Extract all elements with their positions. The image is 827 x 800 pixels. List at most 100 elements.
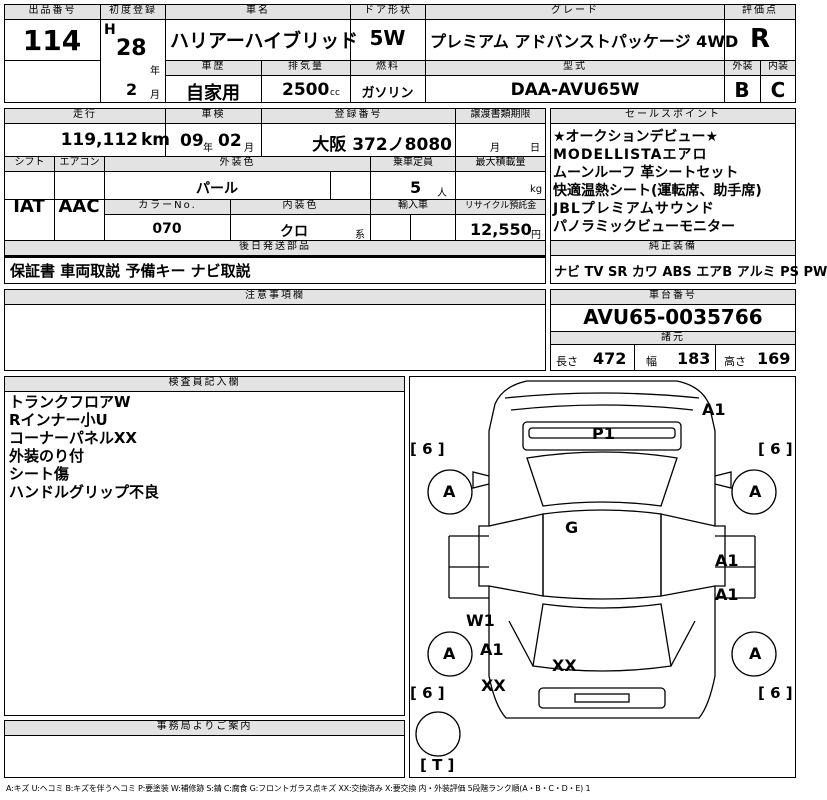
- mark-a1-right-low: A1: [715, 585, 739, 604]
- inspection-month-unit: 月: [244, 143, 254, 154]
- mark-p1: P1: [592, 424, 615, 443]
- model-value: DAA-AVU65W: [510, 80, 640, 100]
- note-line: Rインナー小U: [9, 411, 108, 429]
- recycle-header: リサイクル預託金: [455, 199, 546, 215]
- max-load-unit: kg: [530, 184, 543, 195]
- model-header: 型式: [425, 60, 725, 76]
- mark-a1-right-mid: A1: [715, 551, 739, 570]
- fuel-header: 燃料: [350, 60, 426, 76]
- score-value: R: [749, 24, 771, 54]
- interior-value: C: [770, 78, 786, 102]
- tire-front-right: [731, 469, 777, 515]
- length-label: 長さ: [556, 355, 578, 368]
- sales-points-header: セールスポイント: [550, 108, 796, 124]
- chassis-value: AVU65-0035766: [583, 305, 763, 329]
- mark-a1-top: A1: [702, 400, 726, 419]
- sales-point-item: ムーンルーフ 革シートセット: [553, 165, 739, 181]
- exterior-header: 外装: [724, 60, 761, 76]
- mark-g: G: [565, 518, 579, 537]
- hood: [522, 421, 682, 451]
- mileage-header: 走行: [4, 108, 166, 124]
- office-header: 事務局よりご案内: [4, 720, 405, 736]
- color-header: 外装色: [104, 156, 371, 172]
- lot-header: 出品番号: [4, 4, 101, 20]
- sales-point-item: パノラミックビューモニター: [553, 219, 735, 235]
- later-parts-box: [4, 256, 546, 284]
- import-header: 輸入車: [370, 199, 456, 215]
- equipment-value: ナビ TV SR カワ ABS エアB アルミ PS PW: [554, 265, 827, 280]
- later-parts-header: 後日発送部品: [4, 240, 546, 256]
- door-header: ドア形状: [350, 4, 426, 20]
- first-reg-year: 28: [116, 36, 147, 61]
- transfer-month-unit: 月: [490, 143, 500, 154]
- note-line: シート傷: [9, 465, 70, 483]
- recycle-unit: 円: [531, 230, 541, 241]
- fuel-value: ガソリン: [361, 86, 414, 101]
- car-diagram-box: [409, 376, 796, 778]
- tread-tl: [ 6 ]: [410, 440, 445, 458]
- first-reg-year-unit: 年: [150, 66, 160, 77]
- first-reg-header: 初度登録: [100, 4, 166, 20]
- tire-rear-left: [427, 631, 473, 677]
- door-value: 5W: [369, 26, 406, 50]
- sales-point-item: MODELLISTAエアロ: [553, 147, 708, 163]
- tread-bl: [ 6 ]: [410, 684, 445, 702]
- first-reg-month-unit: 月: [150, 90, 160, 101]
- later-parts-value: 保証書 車両取説 予備キー ナビ取説: [10, 262, 251, 280]
- note-line: トランクフロアW: [9, 393, 131, 411]
- note-line: ハンドルグリップ不良: [9, 483, 160, 501]
- sales-point-item: 快適温熱シート(運転席、助手席): [553, 183, 762, 199]
- sales-points-list: ★オークションデビュー★ MODELLISTAエアロ ムーンルーフ 革シートセッ…: [553, 128, 795, 236]
- tread-br: [ 6 ]: [758, 684, 793, 702]
- spare-tire: [415, 711, 461, 757]
- tire-fl-grade: A: [443, 482, 456, 501]
- shift-value: IAT: [13, 196, 45, 217]
- height-value: 169: [757, 349, 791, 368]
- score-header: 評価点: [724, 4, 796, 20]
- tread-tr: [ 6 ]: [758, 440, 793, 458]
- shift-header: シフト: [4, 156, 55, 172]
- recycle-value: 12,550: [470, 220, 532, 239]
- capacity-unit: 人: [437, 188, 447, 199]
- transfer-header: 譲渡書類期限: [455, 108, 546, 124]
- registration-header: 登録番号: [261, 108, 456, 124]
- mark-xx-center: XX: [552, 656, 577, 675]
- capacity-value: 5: [410, 178, 422, 197]
- transfer-day-unit: 日: [530, 143, 540, 154]
- legend-text: A:キズ U:ヘコミ B:キズを伴うヘコミ P:要塗装 W:補修跡 S:錆 C:…: [6, 784, 591, 793]
- registration-value: 大阪 372ノ8080: [312, 135, 452, 155]
- color-no-value: 070: [152, 221, 182, 237]
- tire-fr-grade: A: [749, 482, 762, 501]
- specs-header: 諸元: [550, 331, 796, 345]
- car-diagram: [415, 380, 777, 757]
- equipment-header: 純正装備: [550, 240, 796, 256]
- width-value: 183: [677, 349, 711, 368]
- inspection-header: 車検: [165, 108, 262, 124]
- rear-bumper: [538, 687, 666, 709]
- first-reg-month: 2: [126, 80, 138, 99]
- tire-rr-grade: A: [749, 644, 762, 663]
- grade-value: プレミアム アドバンストパッケージ 4WD: [430, 32, 739, 51]
- displacement-header: 排気量: [261, 60, 351, 76]
- inspection-year: 09: [180, 131, 204, 151]
- tire-rl-grade: A: [443, 644, 456, 663]
- note-line: 外装のり付: [9, 447, 85, 465]
- history-header: 車歴: [165, 60, 262, 76]
- inspector-notes-header: 検査員記入欄: [4, 376, 405, 392]
- interior-color-header: 内装色: [230, 199, 371, 215]
- color-value: パール: [196, 181, 238, 197]
- inspection-year-unit: 年: [203, 143, 213, 154]
- mark-w1: W1: [466, 611, 495, 630]
- history-value: 自家用: [186, 83, 240, 104]
- displacement-value: 2500: [282, 80, 330, 100]
- displacement-unit: cc: [330, 88, 340, 98]
- mileage-unit: km: [141, 130, 171, 150]
- aircon-header: エアコン: [54, 156, 105, 172]
- mileage-value: 119,112: [60, 130, 138, 150]
- interior-color-unit: 系: [355, 230, 365, 241]
- capacity-header: 乗車定員: [370, 156, 456, 172]
- interior-header: 内装: [760, 60, 796, 76]
- inspector-notes-list: トランクフロアW Rインナー小U コーナーパネルXX 外装のり付 シート傷 ハン…: [9, 393, 159, 501]
- tire-front-left: [427, 469, 473, 515]
- caution-header: 注意事項欄: [4, 289, 546, 305]
